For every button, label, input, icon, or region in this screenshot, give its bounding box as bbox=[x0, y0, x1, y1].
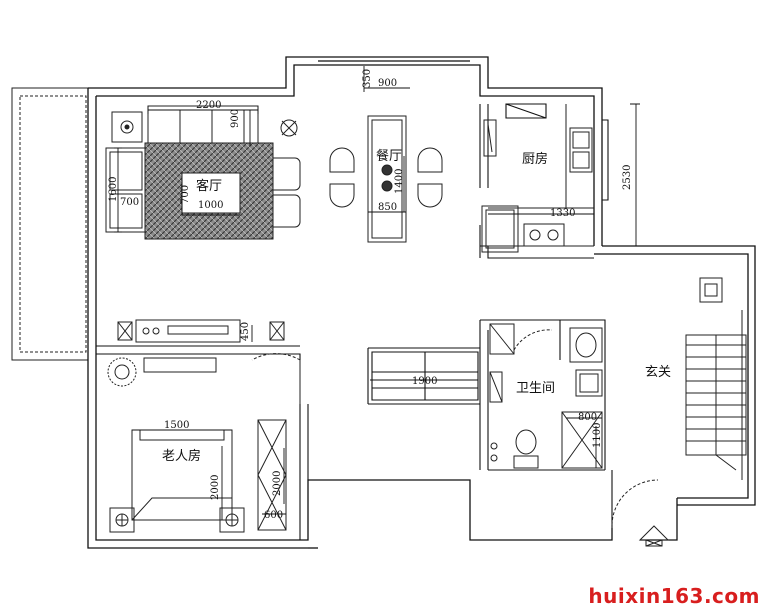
room-label-kitchen: 厨房 bbox=[522, 151, 548, 167]
dim-dining-width: 850 bbox=[378, 202, 397, 213]
kitchen-fixtures bbox=[481, 104, 594, 253]
dim-window-350: 350 bbox=[362, 69, 373, 88]
dim-tv-wall: 450 bbox=[240, 322, 251, 341]
room-label-living: 客厅 bbox=[196, 178, 222, 194]
dimension-lines bbox=[114, 66, 640, 520]
bathroom-fixtures bbox=[489, 323, 603, 469]
exterior-walls bbox=[87, 56, 756, 549]
watermark-site: huixin163 bbox=[588, 584, 704, 608]
watermark: huixin163.com bbox=[588, 584, 760, 610]
interior-walls bbox=[96, 103, 613, 540]
coffee-table bbox=[181, 172, 241, 214]
dim-left-sofa-length: 1600 bbox=[108, 177, 119, 202]
dim-sofa-depth: 900 bbox=[230, 109, 241, 128]
dim-coffee-depth: 700 bbox=[180, 185, 191, 204]
dining-set bbox=[329, 115, 443, 243]
dim-shower-width: 800 bbox=[578, 412, 597, 423]
dim-corridor: 1900 bbox=[412, 376, 437, 387]
dim-bed-length: 2000 bbox=[210, 475, 221, 500]
room-label-dining: 餐厅 bbox=[376, 148, 402, 164]
tv-wall bbox=[117, 319, 285, 343]
dim-dining-length: 1400 bbox=[394, 169, 405, 194]
dim-shower-depth: 1100 bbox=[592, 423, 603, 448]
room-label-foyer: 玄关 bbox=[645, 365, 671, 380]
dim-kitchen-depth: 2530 bbox=[622, 165, 633, 190]
room-label-elder-bedroom: 老人房 bbox=[162, 448, 201, 464]
dim-bed-width: 1500 bbox=[164, 420, 189, 431]
balcony bbox=[11, 87, 89, 361]
dim-sofa-width: 2200 bbox=[196, 100, 221, 111]
dim-kitchen-counter: 1330 bbox=[550, 208, 575, 219]
dim-left-sofa-depth: 700 bbox=[120, 197, 139, 208]
dim-coffee-width: 1000 bbox=[198, 200, 223, 211]
dim-wardrobe-depth: 600 bbox=[264, 510, 283, 521]
foyer-stairs bbox=[611, 277, 747, 547]
dim-wardrobe-length: 2000 bbox=[272, 471, 283, 496]
elder-bedroom-furniture bbox=[107, 353, 301, 533]
watermark-tld: .com bbox=[703, 584, 760, 608]
room-label-bathroom: 卫生间 bbox=[516, 381, 555, 396]
dim-window-900: 900 bbox=[378, 78, 397, 89]
